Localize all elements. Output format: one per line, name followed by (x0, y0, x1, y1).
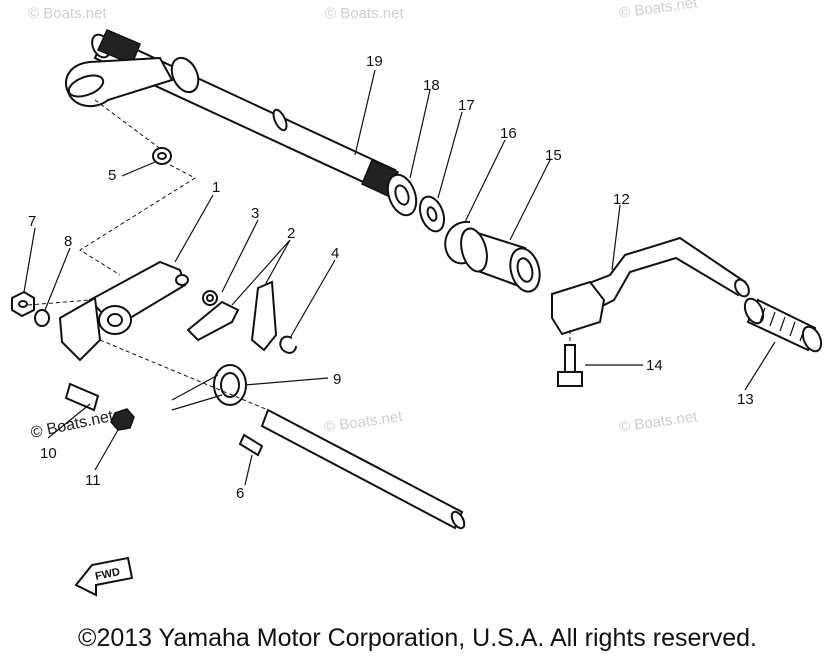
part-collar-5 (152, 147, 172, 165)
part-shift-lever-12 (551, 236, 750, 336)
part-shift-arm-1 (58, 260, 189, 362)
part-lower-rod (260, 408, 466, 530)
part-spring-3 (202, 290, 218, 306)
part-washer-8 (34, 309, 50, 327)
callout-label: 3 (251, 205, 259, 222)
callout-label: 11 (85, 472, 101, 489)
watermark: © Boats.net (325, 5, 404, 22)
part-washer-18 (386, 173, 418, 217)
callout-label: 2 (287, 225, 295, 242)
callout-label: 16 (500, 125, 517, 142)
fwd-label: FWD (94, 566, 121, 583)
part-nut-11 (110, 408, 135, 431)
part-pin-6 (238, 433, 264, 457)
callout-label: 14 (646, 357, 663, 374)
callout-labels: 1 2 3 4 5 6 7 8 9 10 11 12 13 14 15 16 1… (28, 53, 754, 502)
part-washer-17 (418, 195, 446, 233)
callout-label: 15 (545, 147, 562, 164)
callout-label: 4 (331, 245, 339, 262)
callout-label: 10 (40, 445, 57, 462)
part-pawls-2 (186, 280, 278, 352)
leader-lines (23, 69, 776, 486)
callout-label: 17 (458, 97, 475, 114)
callout-label: 6 (236, 485, 244, 502)
watermark: © Boats.net (29, 408, 115, 442)
callout-label: 8 (64, 233, 72, 250)
part-bolt-14 (557, 344, 583, 387)
callout-label: 18 (423, 77, 440, 94)
part-bushing-15 (460, 227, 541, 293)
alignment-lines (27, 99, 571, 411)
callout-label: 19 (366, 53, 383, 70)
part-shift-shaft (65, 29, 399, 198)
fwd-arrow-icon: FWD (74, 556, 134, 597)
watermark: © Boats.net (323, 408, 404, 436)
callout-label: 5 (108, 167, 116, 184)
part-bolt-10 (64, 382, 100, 412)
callout-label: 1 (212, 179, 220, 196)
part-return-spring-9 (171, 364, 247, 411)
copyright-notice: ©2013 Yamaha Motor Corporation, U.S.A. A… (78, 624, 757, 652)
callout-label: 9 (333, 371, 341, 388)
part-nut-7 (11, 290, 35, 318)
watermark: © Boats.net (28, 5, 107, 22)
callout-label: 13 (737, 391, 754, 408)
part-clip-4 (279, 335, 297, 354)
part-grip-13 (743, 297, 823, 353)
callout-label: 12 (613, 191, 630, 208)
watermark: © Boats.net (618, 0, 699, 22)
callout-label: 7 (28, 213, 36, 230)
watermark: © Boats.net (618, 408, 699, 436)
